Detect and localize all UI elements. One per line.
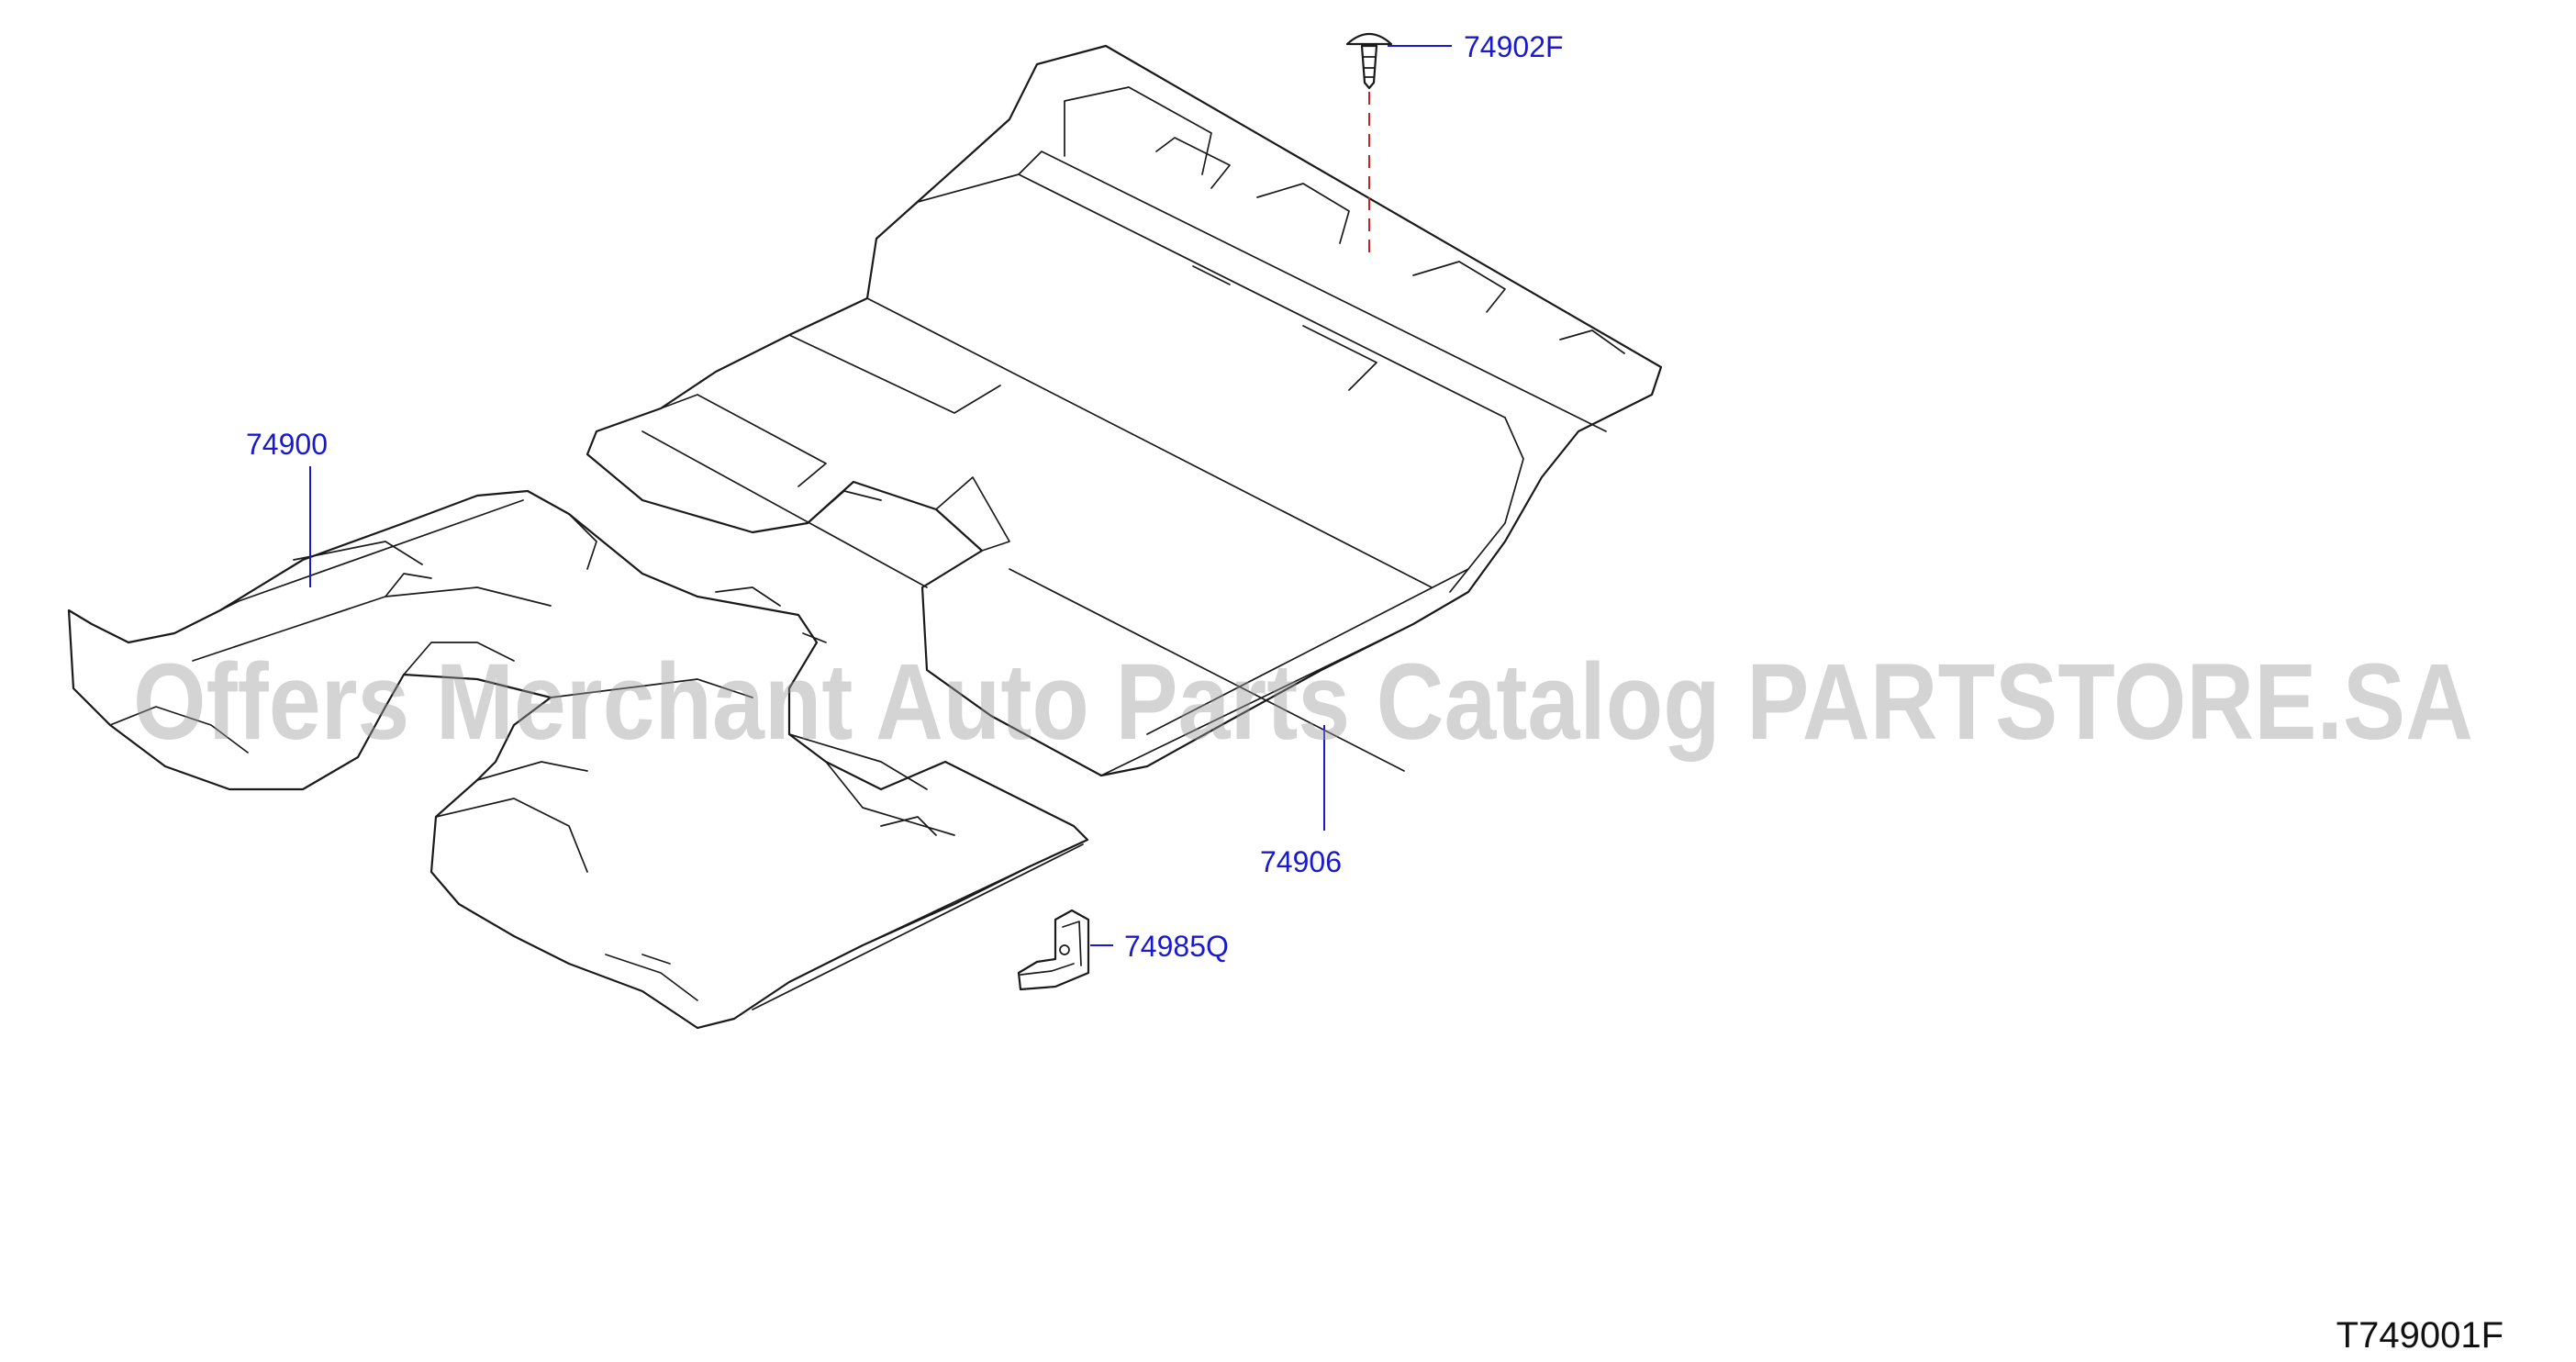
carpet-hook-icon[interactable] (1017, 909, 1090, 991)
callout-74902F[interactable]: 74902F (1464, 30, 1564, 63)
diagram-id: T749001F (2336, 1315, 2504, 1356)
front-floor-carpet[interactable] (67, 489, 1089, 1030)
callout-74985Q[interactable]: 74985Q (1124, 930, 1229, 963)
callout-74900[interactable]: 74900 (246, 428, 328, 461)
rear-floor-carpet[interactable] (585, 44, 1663, 777)
watermark: Offers Merchant Auto Parts Catalog PARTS… (133, 642, 2473, 763)
push-clip-icon[interactable] (1345, 32, 1393, 90)
callout-74906[interactable]: 74906 (1260, 845, 1342, 878)
